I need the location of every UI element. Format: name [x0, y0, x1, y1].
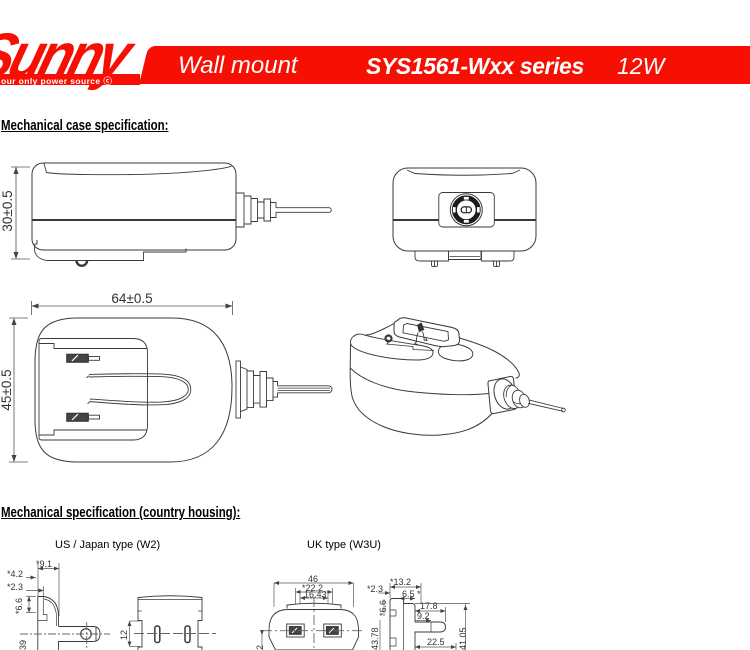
svg-text:46: 46	[308, 574, 318, 584]
svg-text:6.5 *: 6.5 *	[402, 589, 421, 599]
svg-text:*9.1: *9.1	[36, 559, 52, 569]
svg-text:*2.3: *2.3	[7, 582, 23, 592]
svg-text:*13.2: *13.2	[390, 577, 411, 587]
svg-text:16.43: 16.43	[304, 590, 327, 600]
svg-text:12: 12	[119, 630, 129, 640]
svg-text:41.05: 41.05	[458, 627, 468, 650]
svg-text:*2.3: *2.3	[367, 584, 383, 594]
svg-text:*4.2: *4.2	[7, 569, 23, 579]
svg-text:*6.6: *6.6	[14, 598, 24, 614]
svg-text:43.78: 43.78	[370, 627, 380, 650]
svg-text:17.8: 17.8	[420, 601, 438, 611]
svg-text:2: 2	[255, 645, 265, 650]
svg-text:9.2: 9.2	[417, 611, 430, 621]
svg-text:39: 39	[18, 640, 28, 650]
svg-text:64±0.5: 64±0.5	[111, 291, 152, 306]
svg-text:*6.6: *6.6	[378, 600, 388, 616]
svg-text:45±0.5: 45±0.5	[0, 369, 14, 410]
svg-text:30±0.5: 30±0.5	[0, 190, 15, 231]
svg-text:22.5: 22.5	[427, 637, 445, 647]
svg-text:*22.2: *22.2	[302, 583, 323, 593]
